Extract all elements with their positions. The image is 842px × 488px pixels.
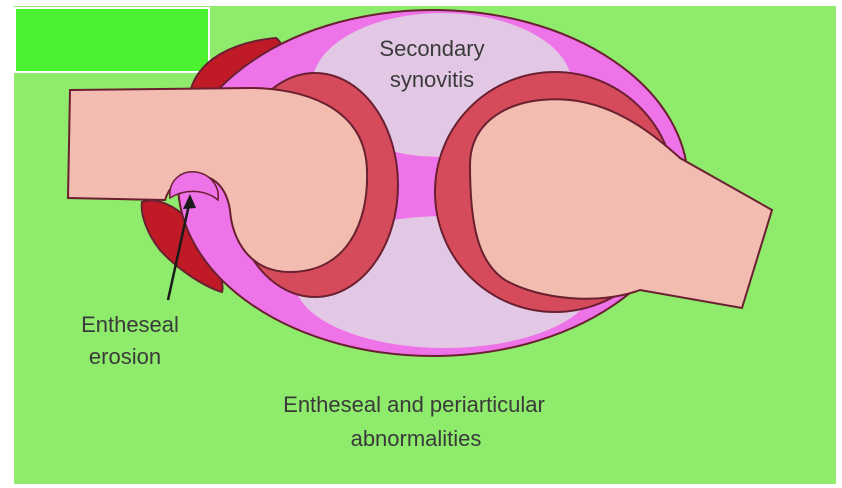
label-secondary: Secondary [379,36,484,61]
label-placeholder-box [15,8,209,72]
caption-line-2: abnormalities [351,426,482,451]
label-synovitis: synovitis [390,67,474,92]
label-erosion: erosion [89,344,161,369]
caption-line-1: Entheseal and periarticular [283,392,545,417]
label-entheseal: Entheseal [81,312,179,337]
